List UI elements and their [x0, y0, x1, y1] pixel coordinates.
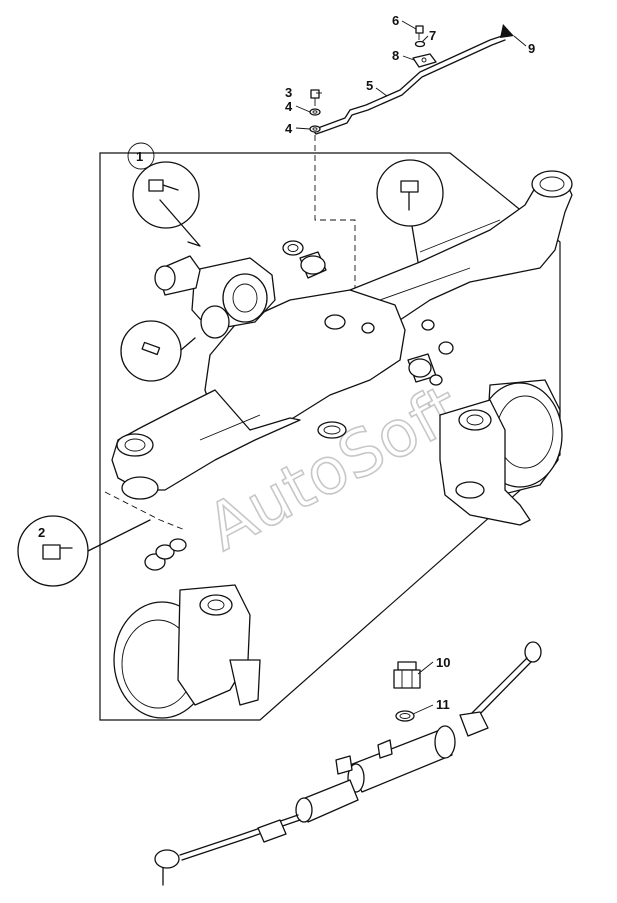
fastener-bolt-3	[310, 89, 320, 106]
washer-4-upper	[309, 108, 321, 116]
steering-link-rod	[313, 34, 506, 135]
callout-5: 5	[366, 78, 373, 93]
washer-4-lower	[309, 125, 321, 133]
right-bushings	[407, 341, 454, 386]
clamp-bracket	[412, 53, 437, 68]
callout-9: 9	[528, 41, 535, 56]
callout-11: 11	[436, 697, 450, 712]
assembly-centerline-upper	[314, 135, 356, 298]
callout-1: 1	[136, 149, 143, 164]
callout-10: 10	[436, 655, 450, 670]
drive-flange-assembly	[154, 255, 276, 339]
assembly-frame	[99, 152, 561, 721]
o-ring-seal	[395, 710, 415, 722]
lower-bushings	[144, 538, 187, 571]
callout-7: 7	[429, 28, 436, 43]
detail-bolt-2	[17, 515, 151, 587]
right-hub-knuckle	[439, 379, 563, 526]
detail-bolt-right	[376, 159, 444, 263]
callout-labels: 1 2 3 4 4 5 6 7 8 9 10 11	[38, 13, 535, 712]
fastener-bolt-6	[415, 25, 424, 40]
callout-4-upper: 4	[285, 99, 293, 114]
callout-2: 2	[38, 525, 45, 540]
callout-1-ring	[127, 142, 155, 170]
upper-bushings	[282, 240, 327, 279]
callout-3: 3	[285, 85, 292, 100]
detail-bolt-upper	[132, 161, 201, 247]
assembly-centerline-lower	[104, 491, 186, 531]
callout-6: 6	[392, 13, 399, 28]
reference-arrow	[500, 24, 514, 38]
left-hub-knuckle	[113, 584, 261, 719]
steering-cylinder-tie-rod	[154, 641, 542, 886]
washer-7	[414, 40, 426, 48]
axle-beam	[111, 170, 573, 500]
callout-4-lower: 4	[285, 121, 293, 136]
callout-8: 8	[392, 48, 399, 63]
hydraulic-fitting	[393, 661, 421, 689]
leader-lines	[127, 20, 527, 715]
detail-pin	[120, 320, 196, 382]
